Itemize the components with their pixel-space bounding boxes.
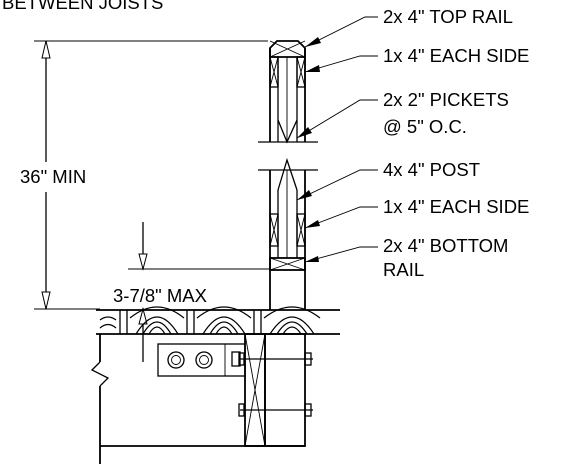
- header-text: BETWEEN JOISTS: [2, 0, 163, 13]
- post-bracket: [157, 343, 246, 377]
- bottom-rail-label-line2: RAIL: [383, 259, 424, 280]
- bottom-rail-label: 2x 4" BOTTOM: [383, 235, 508, 256]
- gap-dimension: [128, 222, 270, 362]
- railing-upper: [258, 40, 318, 144]
- joist-framing: [90, 333, 306, 464]
- railing-lower: [258, 157, 318, 310]
- top-rail-label: 2x 4" TOP RAIL: [383, 6, 513, 27]
- bolts: [238, 352, 313, 417]
- pickets-spacing-label: @ 5" O.C.: [383, 116, 467, 137]
- pickets-label: 2x 2" PICKETS: [383, 89, 509, 110]
- height-dimension: [34, 40, 268, 310]
- post-label: 4x 4" POST: [383, 159, 480, 180]
- height-min-label: 36" MIN: [20, 166, 86, 187]
- gap-max-label: 3-7/8" MAX: [113, 285, 207, 306]
- upper-trim-label: 1x 4" EACH SIDE: [383, 45, 529, 66]
- leader-lines: [296, 16, 378, 263]
- lower-trim-label: 1x 4" EACH SIDE: [383, 196, 529, 217]
- deck-boards: [96, 306, 340, 335]
